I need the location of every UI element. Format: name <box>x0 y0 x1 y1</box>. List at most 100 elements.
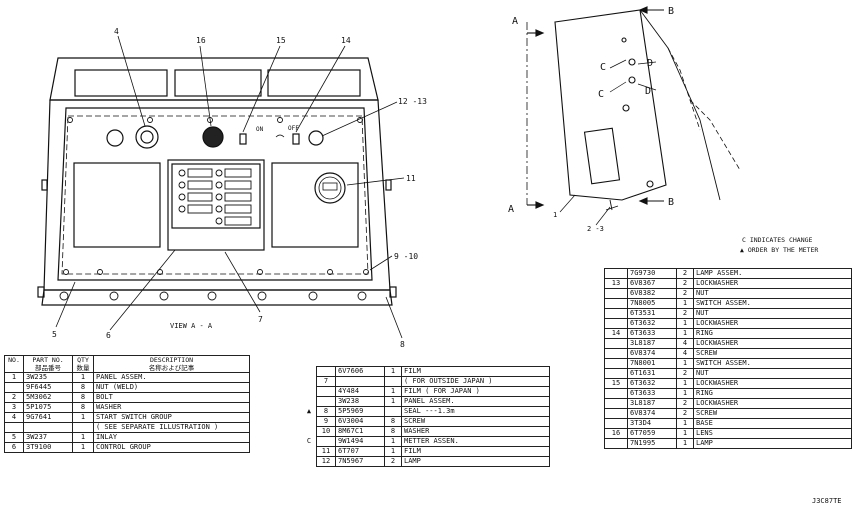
cell-description: PANEL ASSEM. <box>93 372 250 383</box>
cell-qty: 1 <box>676 328 694 339</box>
cell-no: 12 <box>316 456 336 467</box>
cell-no: 9 <box>316 416 336 427</box>
cell-description: INLAY <box>93 432 250 443</box>
cell-part-no: 7N8005 <box>627 298 677 309</box>
cell-qty: 1 <box>384 366 402 377</box>
cell-description: LENS <box>693 428 852 439</box>
cell-description: ( FOR OUTSIDE JAPAN ) <box>401 376 550 387</box>
cell-part-no: 5P5969 <box>335 406 385 417</box>
cell-part-no: 3W238 <box>335 396 385 407</box>
cell-qty: 1 <box>384 396 402 407</box>
callout-14: 14 <box>341 36 351 45</box>
cell-part-no: 8M67C1 <box>335 426 385 437</box>
cell-change-mark <box>302 456 317 467</box>
section-callout-1: 1 <box>553 211 557 219</box>
parts-table-left: NO. PART NO. 部品番号 QTY 数量 DESCRIPTION 名称お… <box>4 355 250 453</box>
cell-description: CONTROL GROUP <box>93 442 250 453</box>
cell-qty: 1 <box>676 428 694 439</box>
cell-part-no: 6T7059 <box>627 428 677 439</box>
cell-part-no: 9G7641 <box>23 412 73 423</box>
cell-description: BASE <box>693 418 852 429</box>
hood-window-right <box>267 69 361 97</box>
change-note-line2: ▲ ORDER BY THE METER <box>740 246 818 254</box>
cell-qty: 1 <box>72 432 94 443</box>
cell-change-mark <box>302 416 317 427</box>
callout-12-13: 12 -13 <box>398 97 427 106</box>
section-lamp-module <box>583 127 621 185</box>
cell-description: PANEL ASSEM. <box>401 396 550 407</box>
section-letter-b-top: B <box>668 6 674 17</box>
cell-description: LAMP <box>693 438 852 449</box>
cell-qty: 2 <box>676 278 694 289</box>
panel-lamp-16 <box>202 126 224 148</box>
header-qty-jp: 数量 <box>76 364 90 372</box>
header-qty: QTY 数量 <box>72 355 94 373</box>
callout-15: 15 <box>276 36 286 45</box>
cell-description: NUT <box>693 288 852 299</box>
callout-6: 6 <box>106 331 111 340</box>
cell-description: SEAL ---1.3m <box>401 406 550 417</box>
cell-qty: 1 <box>384 386 402 397</box>
section-letter-d-1: D <box>647 58 653 69</box>
cell-no <box>604 408 628 419</box>
cell-part-no: 9F6445 <box>23 382 73 393</box>
cell-no <box>604 308 628 319</box>
hood-window-mid <box>174 69 262 97</box>
section-letter-c-2: C <box>598 89 604 100</box>
cell-qty: 1 <box>384 446 402 457</box>
cell-no: 7 <box>316 376 336 387</box>
panel-lamp-12 <box>308 130 324 146</box>
cell-description: METTER ASSEN. <box>401 436 550 447</box>
cell-no <box>4 382 24 393</box>
cell-qty: 4 <box>676 348 694 359</box>
cell-part-no: 6V8367 <box>627 278 677 289</box>
change-note-line1: C INDICATES CHANGE <box>742 236 813 244</box>
cell-part-no: 7N1995 <box>627 438 677 449</box>
cell-no <box>604 348 628 359</box>
cell-part-no: 6T1631 <box>627 368 677 379</box>
cell-part-no: 6T3632 <box>627 318 677 329</box>
cell-no <box>604 358 628 369</box>
section-callout-2-3: 2 -3 <box>587 225 604 233</box>
cell-qty: 1 <box>676 298 694 309</box>
cell-no <box>316 436 336 447</box>
cell-change-mark <box>302 366 317 377</box>
cell-description: NUT (WELD) <box>93 382 250 393</box>
cell-no: 16 <box>604 428 628 439</box>
callout-11: 11 <box>406 174 416 183</box>
cell-qty: 1 <box>384 436 402 447</box>
cell-description: SCREW <box>693 348 852 359</box>
cell-qty: 1 <box>676 358 694 369</box>
cell-qty: 2 <box>676 308 694 319</box>
cell-part-no: 6V8374 <box>627 348 677 359</box>
cell-description: START SWITCH GROUP <box>93 412 250 423</box>
cell-no <box>604 398 628 409</box>
cell-part-no: 6T3633 <box>627 328 677 339</box>
cell-no: 6 <box>4 442 24 453</box>
section-letter-a-bottom: A <box>508 204 514 215</box>
callout-8: 8 <box>400 340 405 349</box>
start-switch <box>135 125 159 149</box>
cell-no <box>604 438 628 449</box>
cell-no <box>604 268 628 279</box>
cell-description: LAMP <box>401 456 550 467</box>
cell-part-no: 5M3062 <box>23 392 73 403</box>
